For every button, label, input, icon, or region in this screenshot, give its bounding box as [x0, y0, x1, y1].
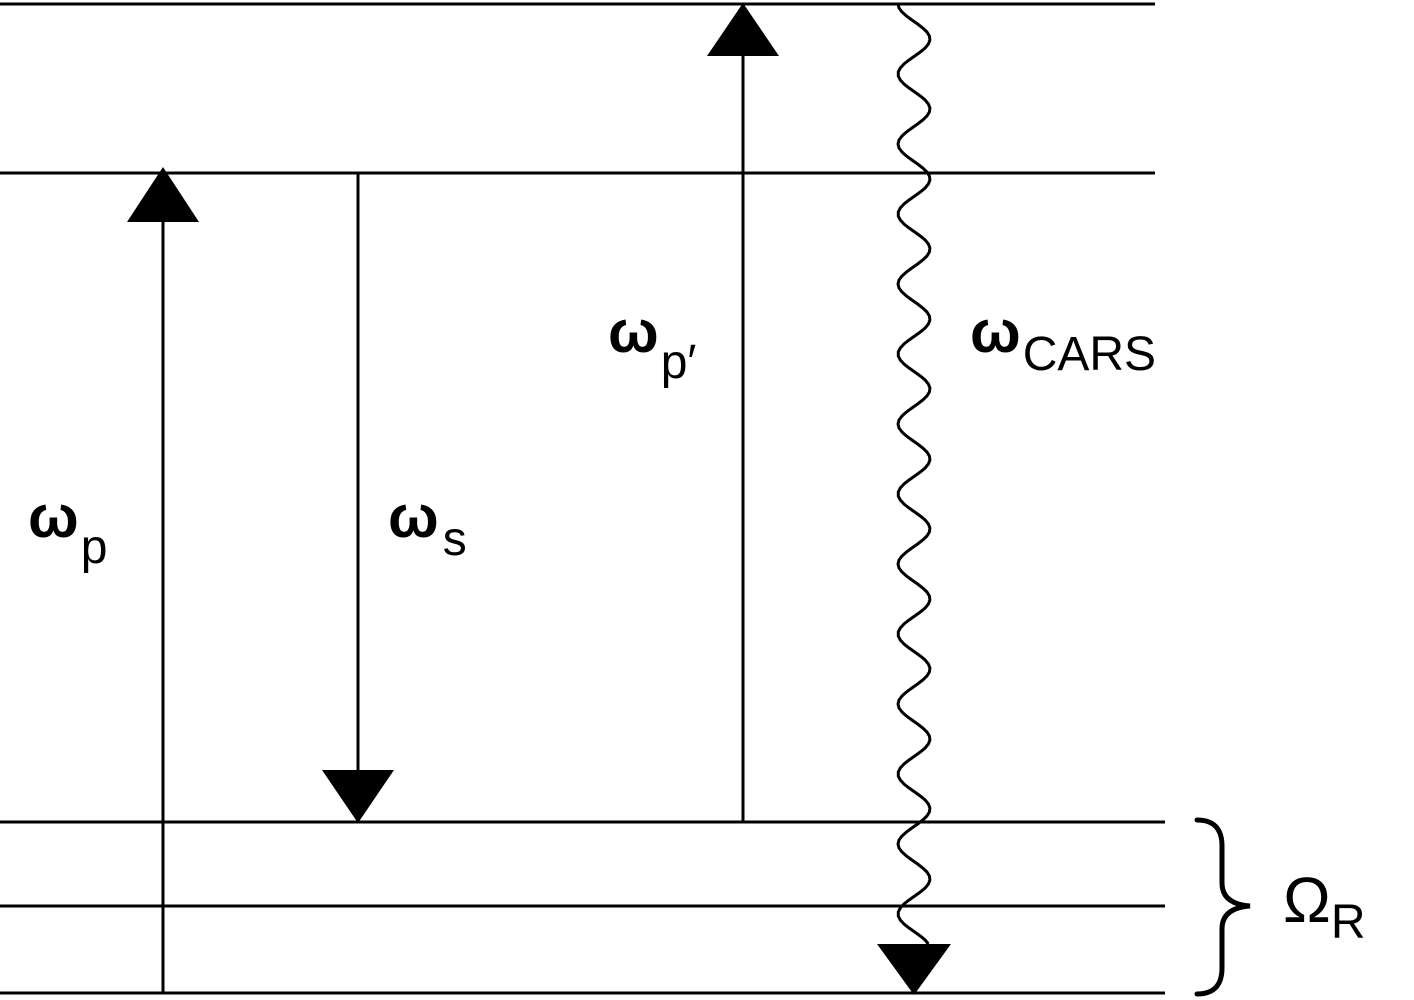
raman-shift-label: ΩR	[1283, 864, 1366, 949]
pump-arrow	[127, 167, 199, 993]
cars-emission-arrow	[877, 2, 951, 995]
pump-label: ωp	[28, 483, 107, 574]
stokes-arrow	[322, 173, 394, 823]
probe-label: ωp′	[608, 298, 696, 389]
cars-label: ωCARS	[970, 298, 1156, 381]
raman-brace	[1194, 817, 1251, 997]
stokes-label: ωs	[388, 483, 467, 566]
cars-wavy-line	[896, 2, 932, 945]
probe-arrow	[707, 3, 779, 822]
